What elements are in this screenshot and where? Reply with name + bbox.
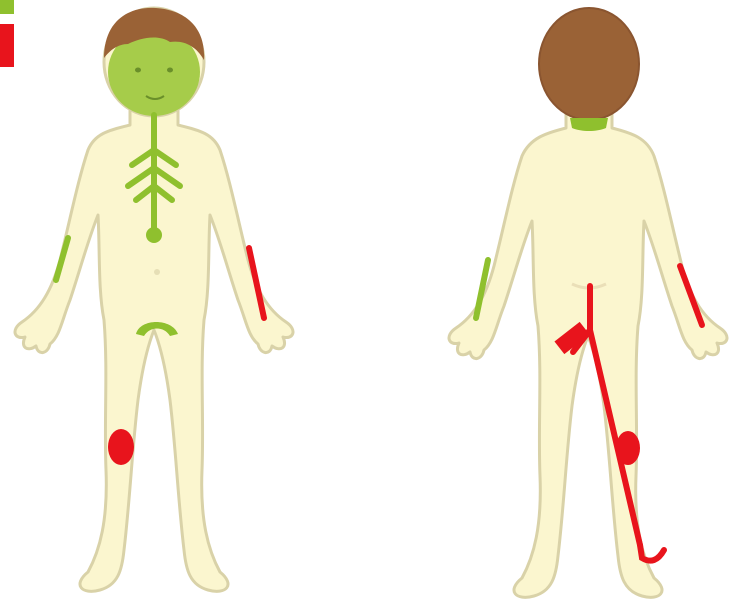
back-red-knee bbox=[616, 431, 640, 465]
back-head-hair bbox=[539, 8, 639, 120]
back-body bbox=[449, 112, 727, 597]
left-eye bbox=[135, 68, 141, 73]
back-figure bbox=[449, 8, 727, 597]
back-green-neck bbox=[570, 118, 608, 131]
navel bbox=[154, 269, 160, 275]
front-green-dot bbox=[146, 227, 162, 243]
front-figure bbox=[15, 8, 293, 591]
front-red-knee bbox=[108, 429, 134, 465]
right-eye bbox=[167, 68, 173, 73]
